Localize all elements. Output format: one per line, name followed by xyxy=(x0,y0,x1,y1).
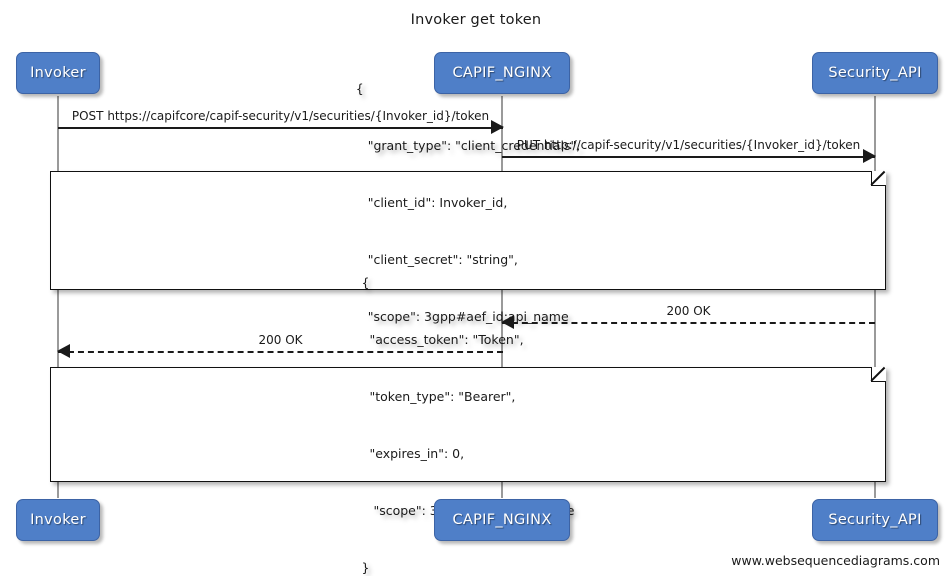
note-fold-corner-icon xyxy=(871,171,886,186)
note-response-body: { "access_token": "Token", "token_type":… xyxy=(50,275,886,575)
participant-label: CAPIF_NGINX xyxy=(452,65,552,81)
lifeline-security-api xyxy=(874,96,876,498)
message-line xyxy=(502,322,875,324)
message-label: 200 OK xyxy=(258,333,303,347)
note-line: { xyxy=(361,274,370,290)
note-line: "scope": 3gpp#aef_id:api_name xyxy=(355,308,569,324)
note-line: "client_id": Invoker_id, xyxy=(355,194,508,210)
participant-label: Security_API xyxy=(828,65,922,81)
message-line xyxy=(58,127,503,129)
note-text-wrapper: { "access_token": "Token", "token_type":… xyxy=(50,275,886,575)
message-label: 200 OK xyxy=(666,304,711,318)
participant-capif-nginx-bottom[interactable]: CAPIF_NGINX xyxy=(434,499,570,541)
participant-label: Invoker xyxy=(30,512,86,528)
message-line xyxy=(58,351,503,353)
lifeline-invoker xyxy=(57,96,59,498)
note-shape xyxy=(50,171,886,290)
arrow-left-icon xyxy=(501,315,514,329)
participant-label: CAPIF_NGINX xyxy=(452,512,552,528)
note-line: { xyxy=(355,80,364,96)
participant-security-api-bottom[interactable]: Security_API xyxy=(812,499,938,541)
participant-capif-nginx-top[interactable]: CAPIF_NGINX xyxy=(434,52,570,94)
arrow-right-icon xyxy=(491,120,504,134)
message-label: POST https://capifcore/capif-security/v1… xyxy=(71,109,490,123)
note-line: "grant_type": "client_credentials", xyxy=(355,137,581,153)
footer-watermark: www.websequencediagrams.com xyxy=(731,553,940,568)
participant-invoker-bottom[interactable]: Invoker xyxy=(16,499,100,541)
note-request-body: { "grant_type": "client_credentials", "c… xyxy=(50,81,886,381)
arrow-left-icon xyxy=(57,344,70,358)
message-label: PUT http://capif-security/v1/securities/… xyxy=(516,138,861,152)
message-line xyxy=(502,156,875,158)
note-line: } xyxy=(361,559,370,575)
participant-security-api-top[interactable]: Security_API xyxy=(812,52,938,94)
note-fold-corner-icon xyxy=(871,367,886,382)
note-line: "expires_in": 0, xyxy=(361,445,465,461)
page-title: Invoker get token xyxy=(410,12,542,28)
arrow-right-icon xyxy=(863,149,876,163)
lifeline-capif-nginx xyxy=(501,96,503,498)
note-line: "access_token": "Token", xyxy=(361,331,524,347)
note-line: "client_secret": "string", xyxy=(355,251,518,267)
participant-label: Invoker xyxy=(30,65,86,81)
note-shape xyxy=(50,367,886,482)
participant-label: Security_API xyxy=(828,512,922,528)
note-line: "token_type": "Bearer", xyxy=(361,388,516,404)
participant-invoker-top[interactable]: Invoker xyxy=(16,52,100,94)
